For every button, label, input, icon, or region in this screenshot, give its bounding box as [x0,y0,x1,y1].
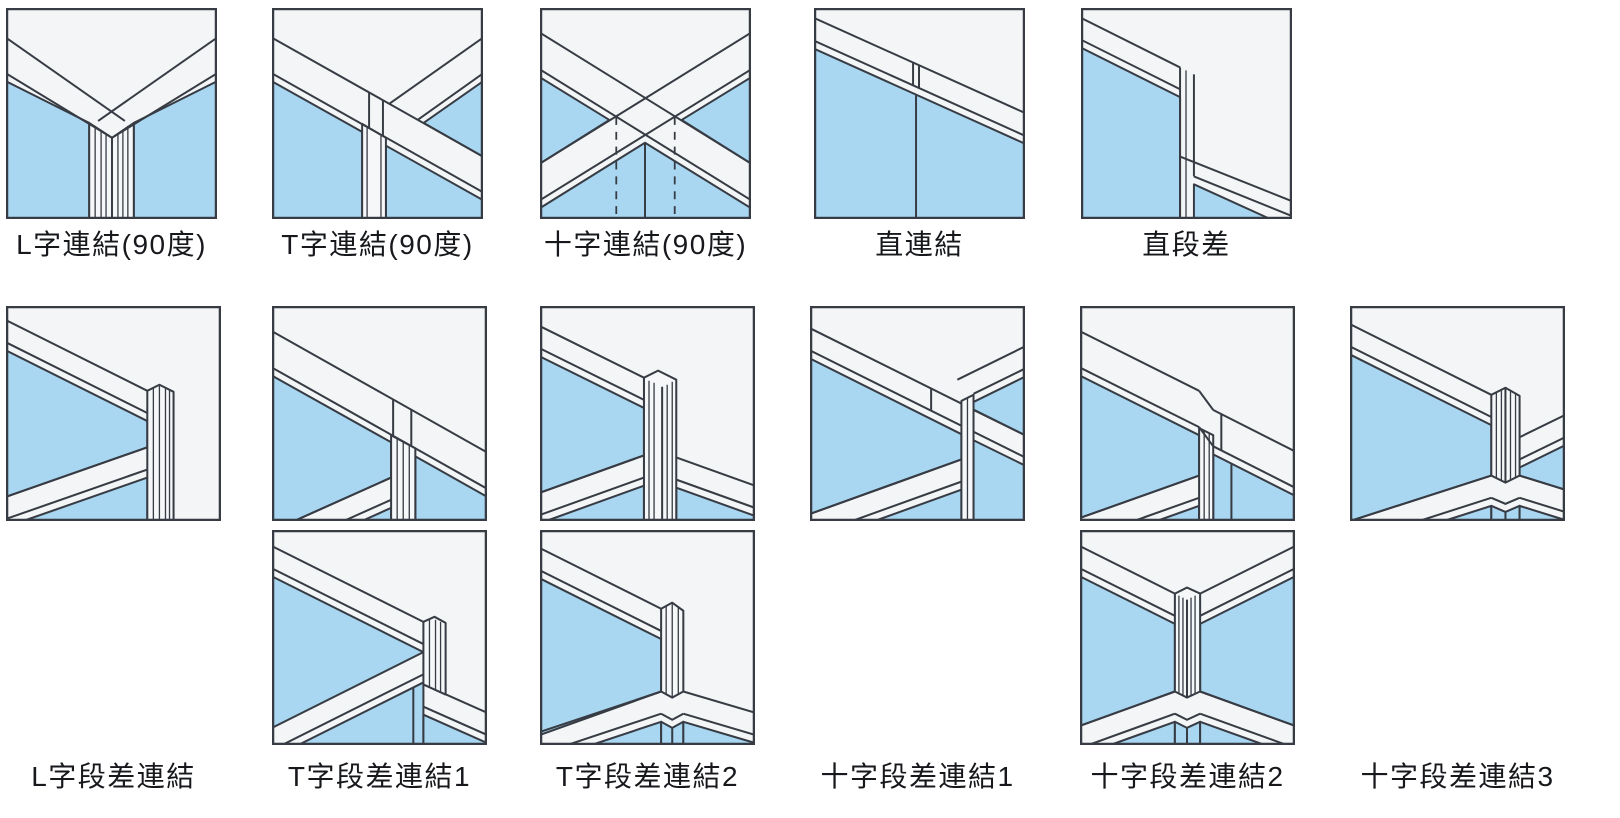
figure-x-step-joint1 [810,306,1025,521]
t-step-joint2-lower-illustration [540,530,755,745]
t-joint-90-illustration [272,8,483,219]
figure-label-t-step-joint2: T字段差連結2 [555,761,740,792]
figure-label-t-step-joint1: T字段差連結1 [287,761,472,792]
figure-label-straight-step: 直段差 [1142,229,1231,260]
straight-joint-illustration [814,8,1025,219]
figure-label-x-step-joint3: 十字段差連結3 [1360,761,1555,792]
figure-x-step-joint2-a [1080,306,1295,521]
figure-l-joint-90 [6,8,217,219]
figure-label-l-joint-90: L字連結(90度) [16,229,207,260]
figure-t-step-joint1-b [272,530,487,745]
straight-step-illustration [1081,8,1292,219]
t-step-joint2-upper-illustration [540,306,755,521]
x-step-joint1-illustration [810,306,1025,521]
figure-label-t-joint-90: T字連結(90度) [281,229,474,260]
l-step-joint-illustration [6,306,221,521]
figure-label-x-step-joint1: 十字段差連結1 [820,761,1015,792]
figure-label-straight-joint: 直連結 [875,229,964,260]
figure-label-x-step-joint2: 十字段差連結2 [1090,761,1285,792]
t-step-joint1-upper-illustration [272,306,487,521]
figure-l-step-joint [6,306,221,521]
figure-straight-joint [814,8,1025,219]
figure-label-x-joint-90: 十字連結(90度) [543,229,748,260]
x-joint-90-illustration [540,8,751,219]
figure-t-step-joint2-b [540,530,755,745]
t-step-joint1-lower-illustration [272,530,487,745]
figure-label-l-step-joint: L字段差連結 [31,761,196,792]
x-step-joint2-upper-illustration [1080,306,1295,521]
figure-t-step-joint1-a [272,306,487,521]
l-joint-90-illustration [6,8,217,219]
figure-x-joint-90 [540,8,751,219]
figure-x-step-joint2-b [1080,530,1295,745]
figure-straight-step [1081,8,1292,219]
x-step-joint3-illustration [1350,306,1565,521]
figure-t-step-joint2-a [540,306,755,521]
figure-t-joint-90 [272,8,483,219]
figure-x-step-joint3 [1350,306,1565,521]
x-step-joint2-lower-illustration [1080,530,1295,745]
